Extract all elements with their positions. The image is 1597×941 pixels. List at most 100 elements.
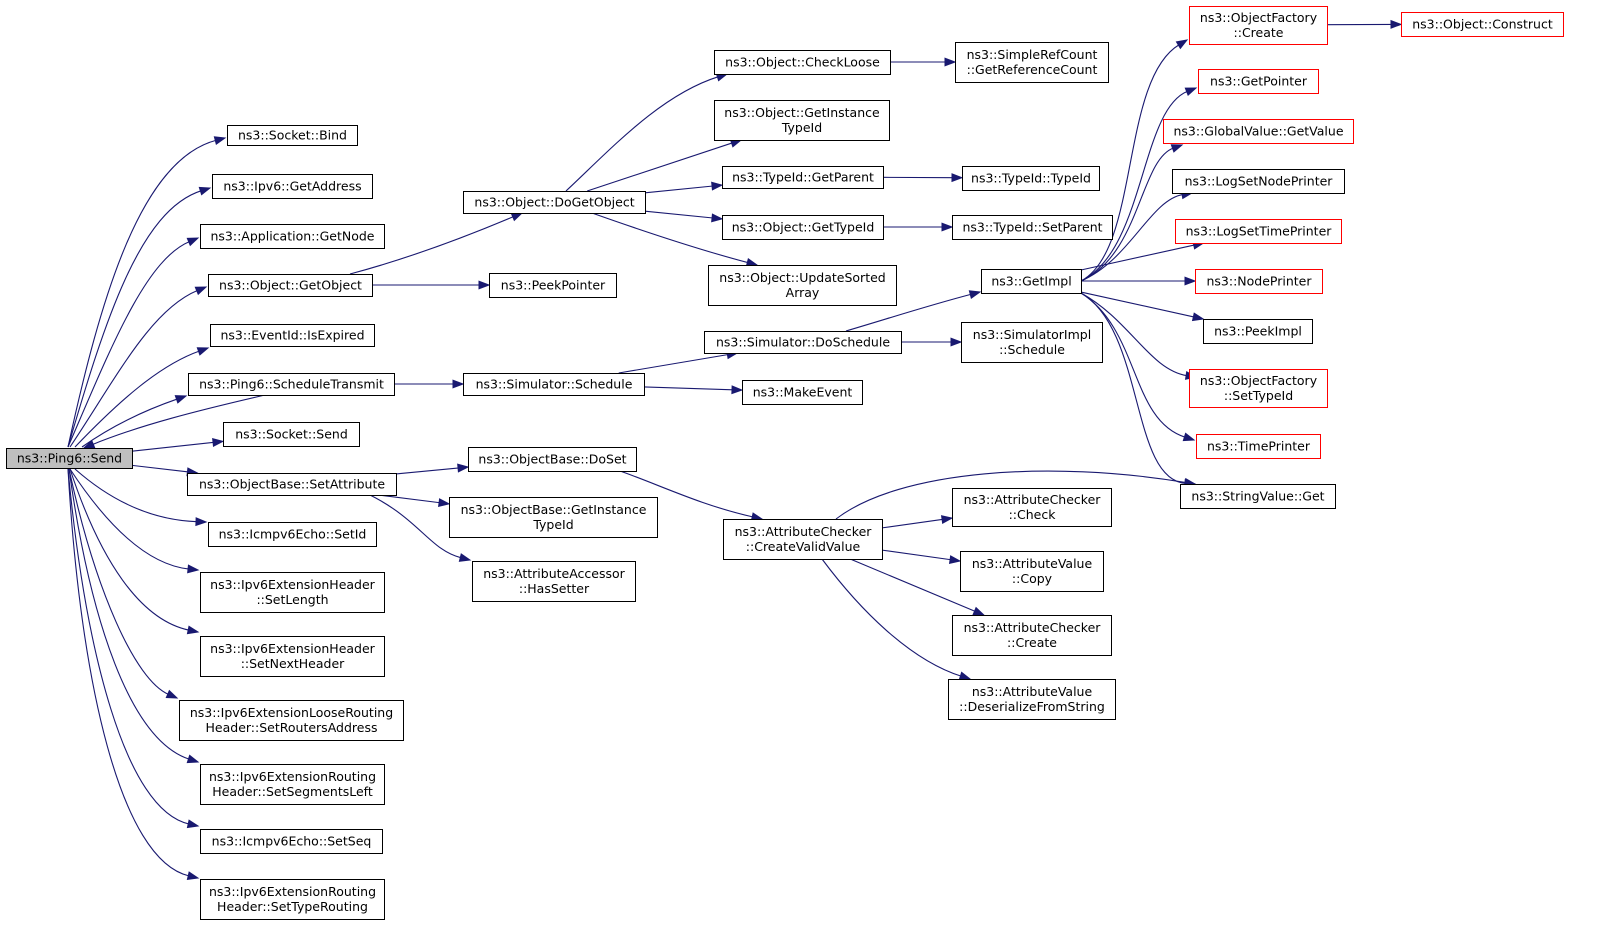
node-simulator-schedule[interactable]: ns3::Simulator::Schedule [463,373,645,396]
node-label: ns3::ObjectFactory [1200,10,1318,25]
node-object-dogetobject[interactable]: ns3::Object::DoGetObject [463,191,646,214]
node-label: ns3::Ping6::ScheduleTransmit [199,377,384,392]
node-objectbase-setattribute[interactable]: ns3::ObjectBase::SetAttribute [187,473,397,496]
arrowhead-icon [213,136,227,146]
node-label: ns3::Ipv6::GetAddress [223,179,361,194]
node-logsetnodeprinter[interactable]: ns3::LogSetNodePrinter [1172,169,1345,194]
node-label: ::Create [1007,635,1057,650]
node-typeid-typeid[interactable]: ns3::TypeId::TypeId [962,166,1100,191]
edge-attributechecker_createvalidvalue-to-attributevalue_copy [881,549,962,565]
node-box [200,829,383,854]
node-label: ::Schedule [999,342,1065,357]
edge-getimpl-to-logsettimeprinter [1080,240,1205,271]
edge-ping6_send-to-ipv6ext_setlength [69,468,200,574]
edge-ping6_send-to-object_getobject [69,286,208,448]
node-box [960,551,1104,592]
node-simulatorimpl-schedule[interactable]: ns3::SimulatorImpl::Schedule [961,322,1103,363]
node-ipv6ext-setlength[interactable]: ns3::Ipv6ExtensionHeader::SetLength [200,572,385,613]
node-simulator-doschedule[interactable]: ns3::Simulator::DoSchedule [704,331,902,354]
node-ipv6ext-settyperouting[interactable]: ns3::Ipv6ExtensionRoutingHeader::SetType… [200,879,385,920]
node-peekpointer[interactable]: ns3::PeekPointer [489,273,617,298]
arrowhead-icon [478,280,491,290]
arrowhead-icon [940,515,954,525]
node-box [489,273,617,298]
node-application-getnode[interactable]: ns3::Application::GetNode [200,224,385,249]
edge-line [1080,147,1174,282]
node-icmpv6echo-setid[interactable]: ns3::Icmpv6Echo::SetId [208,522,377,547]
node-object-getobject[interactable]: ns3::Object::GetObject [208,274,373,297]
node-label: ns3::Object::GetTypeId [732,220,875,235]
edge-ping6_send-to-ipv6ext_setroutersaddress [68,468,179,699]
node-globalvalue-getvalue[interactable]: ns3::GlobalValue::GetValue [1163,119,1354,144]
node-ipv6-getaddress[interactable]: ns3::Ipv6::GetAddress [212,174,373,199]
edge-ping6_send-to-icmpv6echo_setid [74,468,208,527]
node-label: ns3::AttributeValue [972,684,1093,699]
node-objectbase-doset[interactable]: ns3::ObjectBase::DoSet [468,447,637,472]
node-box [704,331,902,354]
node-ipv6ext-setsegmentsleft[interactable]: ns3::Ipv6ExtensionRoutingHeader::SetSegm… [200,764,385,805]
node-attributevalue-copy[interactable]: ns3::AttributeValue::Copy [960,551,1104,592]
node-simplerefcount-getreferencecount[interactable]: ns3::SimpleRefCount::GetReferenceCount [955,42,1109,83]
node-label: ns3::LogSetNodePrinter [1185,174,1334,189]
edge-line [68,468,190,760]
node-objectfactory-settypeid[interactable]: ns3::ObjectFactory::SetTypeId [1189,369,1328,408]
edge-simulator_schedule-to-makeevent [643,385,744,395]
arrowhead-icon [941,222,954,232]
node-label: ns3::Icmpv6Echo::SetSeq [212,834,372,849]
node-box [714,100,890,141]
edge-objectbase_setattribute-to-attributeaccessor_hassetter [369,494,472,562]
node-timeprinter[interactable]: ns3::TimePrinter [1196,434,1321,459]
node-attributechecker-check[interactable]: ns3::AttributeChecker::Check [952,488,1112,527]
node-object-construct[interactable]: ns3::Object::Construct [1401,12,1564,37]
node-label: ns3::Object::GetObject [219,278,362,293]
node-label: Header::SetSegmentsLeft [212,784,373,799]
edge-line [67,139,217,448]
node-box [948,679,1116,720]
node-label: ::Check [1009,507,1057,522]
node-object-gettypeid[interactable]: ns3::Object::GetTypeId [722,215,884,240]
node-label: ns3::PeekImpl [1214,324,1302,339]
node-getimpl[interactable]: ns3::GetImpl [981,269,1082,294]
arrowhead-icon [165,689,179,699]
node-logsettimeprinter[interactable]: ns3::LogSetTimePrinter [1175,219,1342,244]
node-getpointer[interactable]: ns3::GetPointer [1198,69,1319,94]
node-box [1203,319,1313,344]
node-label: ns3::Object::DoGetObject [474,195,634,210]
node-ping6-scheduletransmit[interactable]: ns3::Ping6::ScheduleTransmit [188,373,395,396]
node-box [1163,119,1354,144]
edge-line [1080,44,1180,282]
node-socket-send[interactable]: ns3::Socket::Send [223,422,360,447]
node-label: ns3::SimpleRefCount [967,47,1098,62]
node-nodeprinter[interactable]: ns3::NodePrinter [1195,269,1323,294]
node-socket-bind[interactable]: ns3::Socket::Bind [227,125,358,146]
node-eventid-isexpired[interactable]: ns3::EventId::IsExpired [210,324,375,347]
edge-line [67,468,190,825]
node-attributechecker-create[interactable]: ns3::AttributeChecker::Create [952,615,1112,656]
node-objectfactory-create[interactable]: ns3::ObjectFactory::Create [1189,6,1328,45]
node-label: ::Create [1234,25,1284,40]
node-peekimpl[interactable]: ns3::PeekImpl [1203,319,1313,344]
node-attributechecker-createvalidvalue[interactable]: ns3::AttributeChecker::CreateValidValue [723,519,883,560]
node-object-checkloose[interactable]: ns3::Object::CheckLoose [714,50,891,75]
node-stringvalue-get[interactable]: ns3::StringValue::Get [1180,484,1336,509]
node-box [223,422,360,447]
node-typeid-setparent[interactable]: ns3::TypeId::SetParent [952,215,1113,240]
node-typeid-getparent[interactable]: ns3::TypeId::GetParent [722,166,884,189]
edge-line [1080,292,1188,377]
edge-ping6_send-to-icmpv6echo_setseq [67,468,200,829]
node-makeevent[interactable]: ns3::MakeEvent [742,380,863,405]
arrowhead-icon [1182,432,1196,442]
node-label: ::SetTypeId [1224,388,1293,403]
edge-line [378,494,441,504]
node-attributevalue-deserializefromstring[interactable]: ns3::AttributeValue::DeserializeFromStri… [948,679,1116,720]
node-icmpv6echo-setseq[interactable]: ns3::Icmpv6Echo::SetSeq [200,829,383,854]
node-ipv6ext-setroutersaddress[interactable]: ns3::Ipv6ExtensionLooseRoutingHeader::Se… [179,700,404,741]
node-label: ::HasSetter [519,581,590,596]
node-attributeaccessor-hassetter[interactable]: ns3::AttributeAccessor::HasSetter [472,561,636,602]
arrowhead-icon [972,606,986,616]
edge-typeid_getparent-to-typeid_typeid [882,173,964,183]
node-ipv6ext-setnextheader[interactable]: ns3::Ipv6ExtensionHeader::SetNextHeader [200,636,385,677]
